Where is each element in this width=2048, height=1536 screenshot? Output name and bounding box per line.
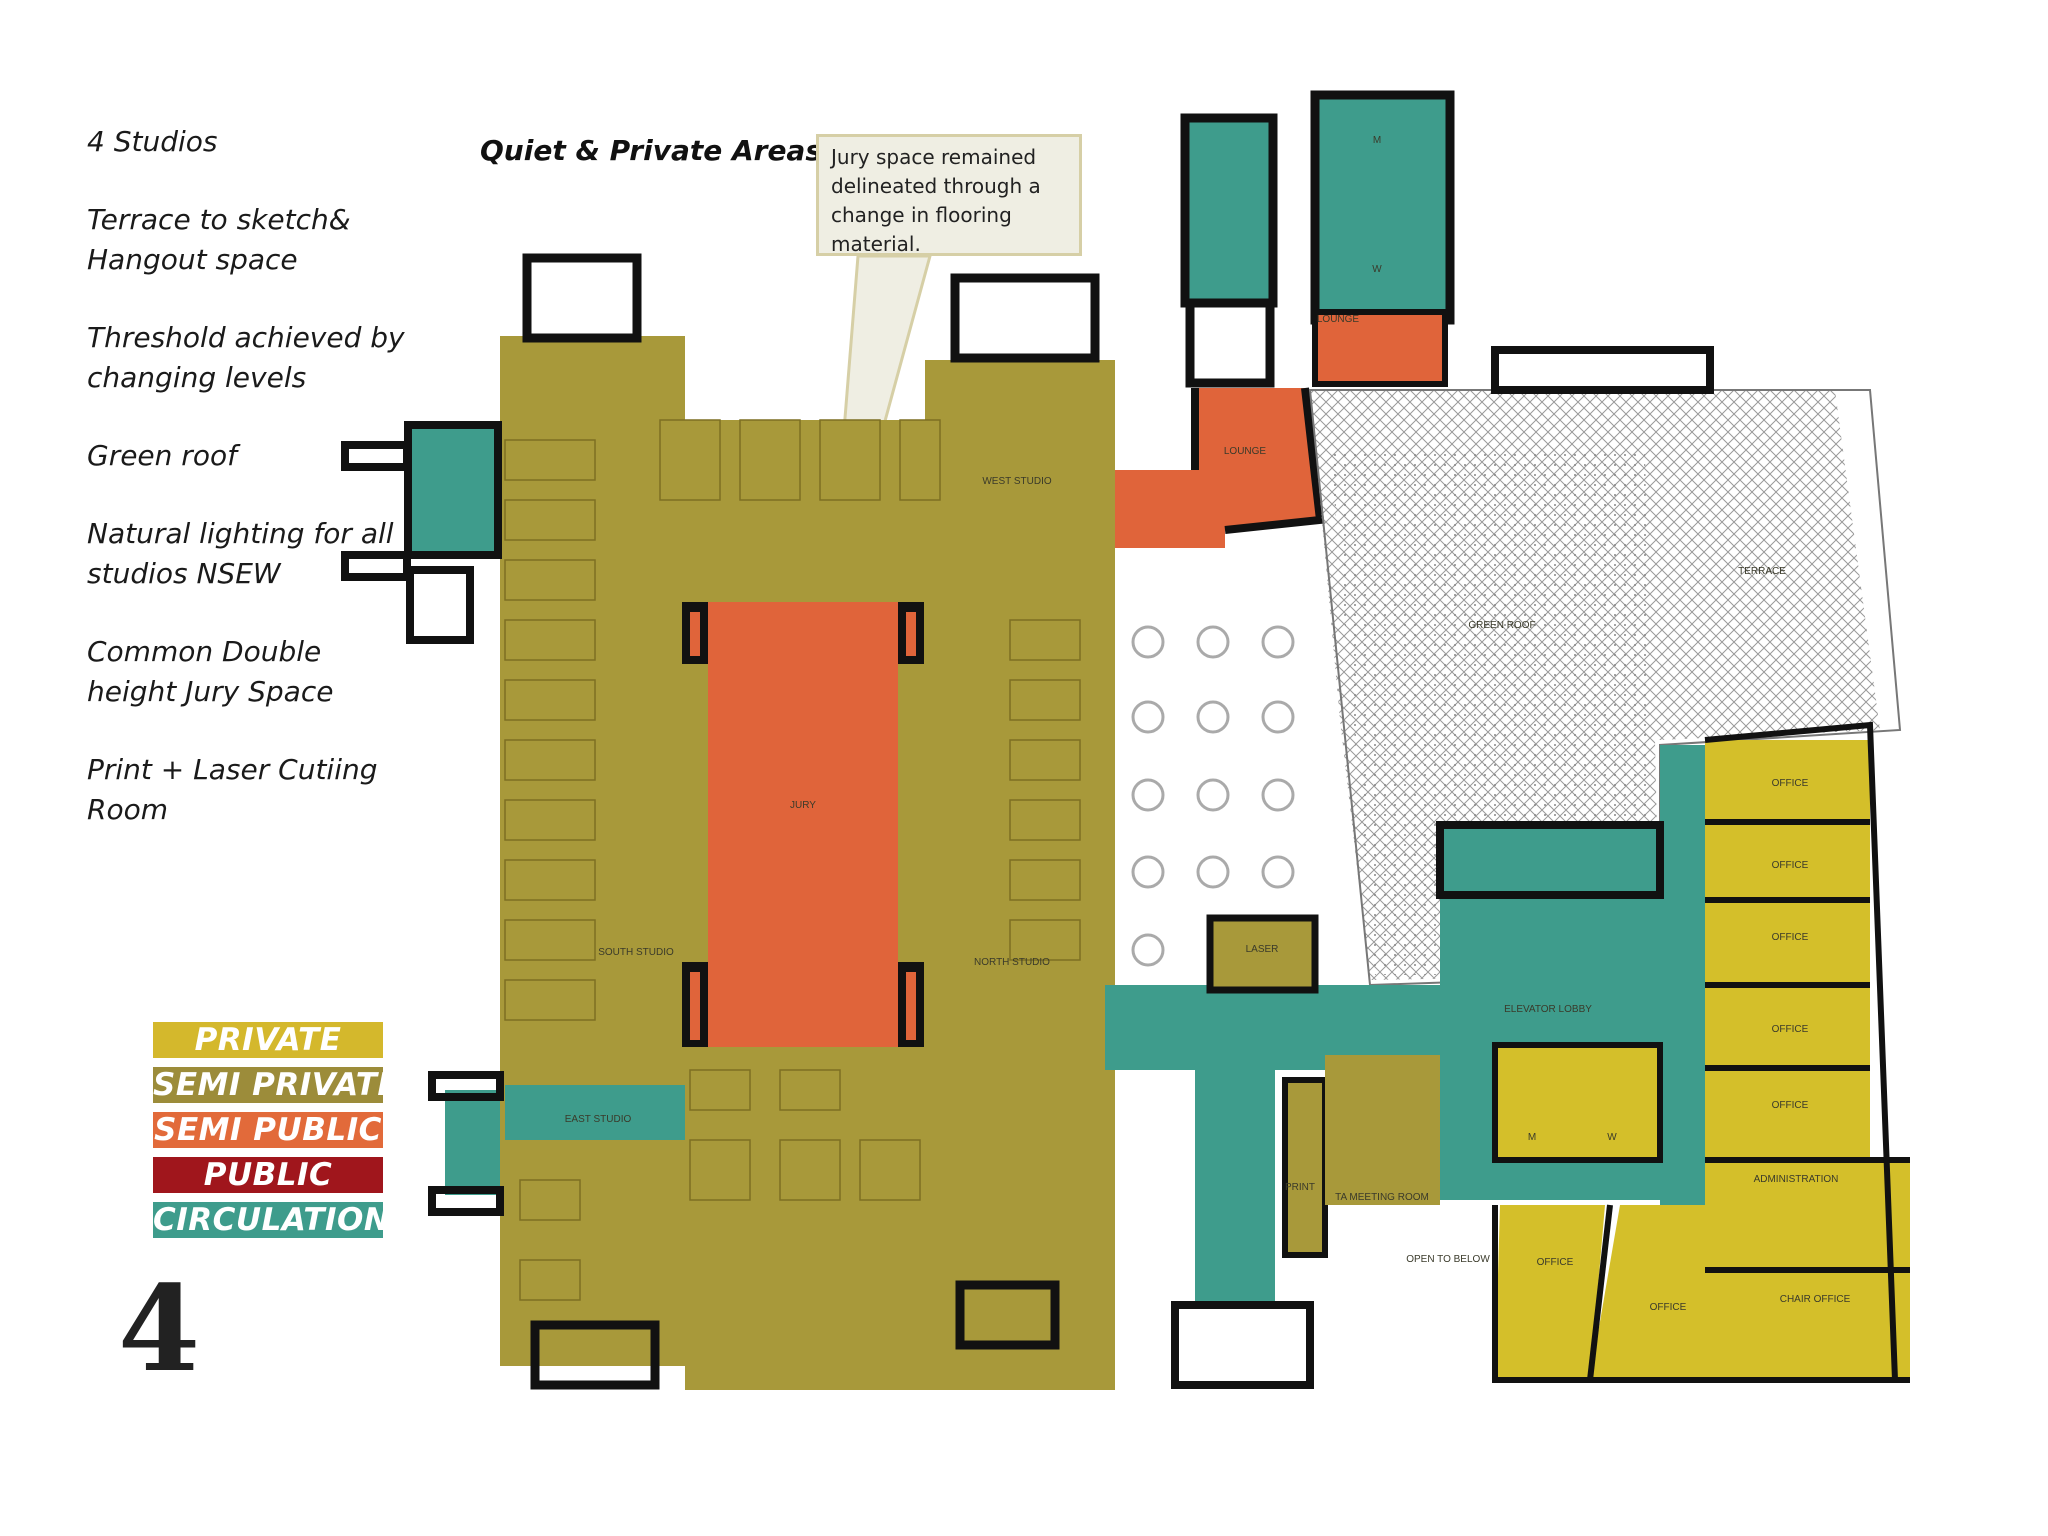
page-number: 4 xyxy=(118,1259,201,1398)
label-wc-w-upper: W xyxy=(1372,264,1382,275)
print-room xyxy=(1282,1077,1328,1258)
label-print: PRINT xyxy=(1285,1182,1315,1193)
label-west-studio: WEST STUDIO xyxy=(982,476,1051,487)
section-heading: Quiet & Private Areas xyxy=(480,134,822,167)
label-wc-m-upper: M xyxy=(1373,135,1381,146)
label-ta-meeting: TA MEETING ROOM xyxy=(1335,1192,1429,1203)
label-chair-office: CHAIR OFFICE xyxy=(1780,1294,1851,1305)
note-natural-lighting: Natural lighting for all studios NSEW xyxy=(87,517,394,590)
label-elevator-lobby: ELEVATOR LOBBY xyxy=(1504,1004,1592,1015)
legend-private: PRIVATE xyxy=(153,1022,383,1058)
label-office-5: OFFICE xyxy=(1772,1100,1809,1111)
note-print-laser: Print + Laser Cutiing Room xyxy=(87,753,378,826)
label-office-3: OFFICE xyxy=(1772,932,1809,943)
note-terrace: Terrace to sketch& Hangout space xyxy=(87,203,351,276)
legend-semi-public: SEMI PUBLIC xyxy=(153,1112,383,1148)
label-terrace: TERRACE xyxy=(1738,566,1786,577)
label-laser: LASER xyxy=(1246,944,1279,955)
label-north-studio: NORTH STUDIO xyxy=(974,957,1050,968)
zoning-legend: PRIVATE SEMI PRIVATE SEMI PUBLIC PUBLIC … xyxy=(153,1022,400,1247)
label-wc-m: M xyxy=(1528,1132,1536,1143)
note-jury-space: Common Double height Jury Space xyxy=(87,635,334,708)
lounge-main xyxy=(1115,388,1320,548)
label-east-studio: EAST STUDIO xyxy=(565,1114,632,1125)
lounge-upper xyxy=(1312,309,1448,387)
label-jury: JURY xyxy=(790,800,816,811)
jury-callout: Jury space remained delineated through a… xyxy=(816,134,1082,256)
label-lounge-upper: LOUNGE xyxy=(1317,314,1360,325)
note-threshold: Threshold achieved by changing levels xyxy=(87,321,405,394)
legend-public: PUBLIC xyxy=(153,1157,383,1193)
west-stair xyxy=(404,421,502,559)
design-notes: 4 Studios Terrace to sketch& Hangout spa… xyxy=(87,122,417,868)
note-studios: 4 Studios xyxy=(87,125,218,158)
east-stair xyxy=(445,1090,500,1195)
label-office-6: OFFICE xyxy=(1537,1257,1574,1268)
studio-desks xyxy=(504,419,1081,1301)
studio-walls xyxy=(522,253,1100,1390)
laser-room xyxy=(1206,914,1319,994)
label-administration: ADMINISTRATION xyxy=(1754,1174,1839,1185)
legend-circulation: CIRCULATION xyxy=(153,1202,391,1238)
east-studio-band xyxy=(505,1085,685,1140)
label-office-1: OFFICE xyxy=(1772,778,1809,789)
ne-circulation-tower xyxy=(1180,90,1455,388)
label-open-below: OPEN TO BELOW xyxy=(1406,1254,1490,1265)
ta-meeting-room xyxy=(1325,1055,1440,1205)
column-grid xyxy=(1131,625,1295,967)
note-green-roof: Green roof xyxy=(87,439,237,472)
label-office-2: OFFICE xyxy=(1772,860,1809,871)
label-office-7: OFFICE xyxy=(1650,1302,1687,1313)
label-wc-w: W xyxy=(1607,1132,1617,1143)
jury-space xyxy=(708,602,898,1047)
restroom-block xyxy=(1492,1042,1663,1163)
label-lounge: LOUNGE xyxy=(1224,446,1267,457)
label-office-4: OFFICE xyxy=(1772,1024,1809,1035)
label-green-roof: GREEN ROOF xyxy=(1468,620,1535,631)
legend-semi-private: SEMI PRIVATE xyxy=(153,1067,400,1103)
label-south-studio: SOUTH STUDIO xyxy=(598,947,674,958)
